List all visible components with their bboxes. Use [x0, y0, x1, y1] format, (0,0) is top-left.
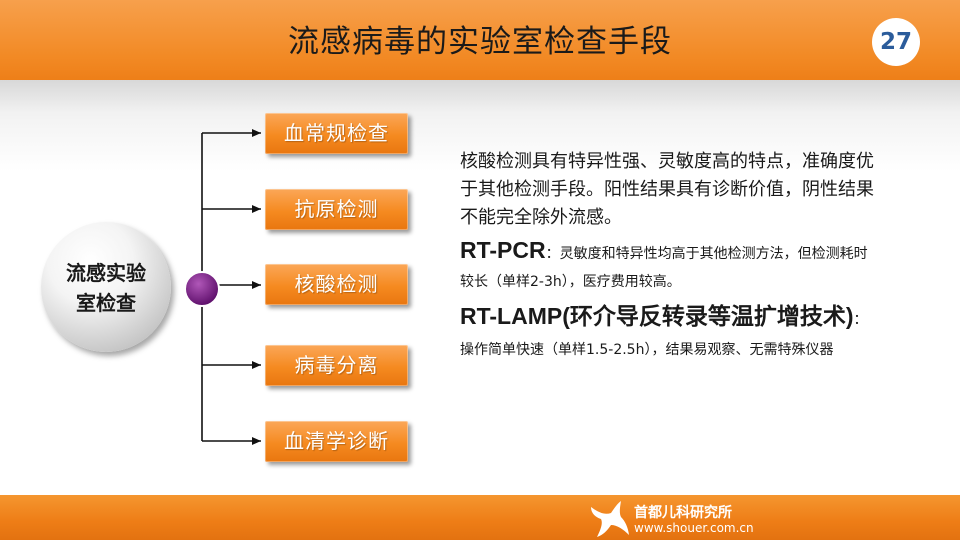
method-box-blood-routine: 血常规检查 — [265, 113, 408, 154]
page-number-badge: 27 — [872, 18, 920, 66]
footer-bar — [0, 495, 960, 540]
rtpcr-term: RT-PCR — [460, 237, 546, 263]
org-name: 首都儿科研究所 — [634, 505, 732, 521]
method-box-serology: 血清学诊断 — [265, 421, 408, 462]
center-node-label: 流感实验 室检查 — [66, 261, 146, 315]
rtpcr-block: RT-PCR：灵敏度和特异性均高于其他检测方法，但检测耗时较长（单样2-3h），… — [460, 236, 880, 295]
org-url: www.shouer.com.cn — [634, 521, 754, 535]
description-block: 核酸检测具有特异性强、灵敏度高的特点，准确度优于其他检测手段。阳性结果具有诊断价… — [460, 148, 880, 364]
method-box-virus-isolation: 病毒分离 — [265, 345, 408, 386]
logo-figure-icon — [591, 501, 629, 537]
method-box-nucleic-acid-test: 核酸检测 — [265, 264, 408, 305]
center-connector-dot — [184, 271, 220, 307]
description-paragraph: 核酸检测具有特异性强、灵敏度高的特点，准确度优于其他检测手段。阳性结果具有诊断价… — [460, 151, 874, 228]
rtlamp-term: RT-LAMP(环介导反转录等温扩增技术) — [460, 303, 854, 329]
page-title: 流感病毒的实验室检查手段 — [288, 24, 672, 60]
rtlamp-text: ：操作简单快速（单样1.5-2.5h），结果易观察、无需特殊仪器 — [460, 312, 868, 358]
method-box-antigen-test: 抗原检测 — [265, 189, 408, 230]
header-bar — [0, 0, 960, 80]
rtpcr-text: ：灵敏度和特异性均高于其他检测方法，但检测耗时较长（单样2-3h），医疗费用较高… — [460, 246, 868, 290]
center-node — [41, 222, 171, 352]
rtlamp-block: RT-LAMP(环介导反转录等温扩增技术)：操作简单快速（单样1.5-2.5h）… — [460, 301, 880, 364]
